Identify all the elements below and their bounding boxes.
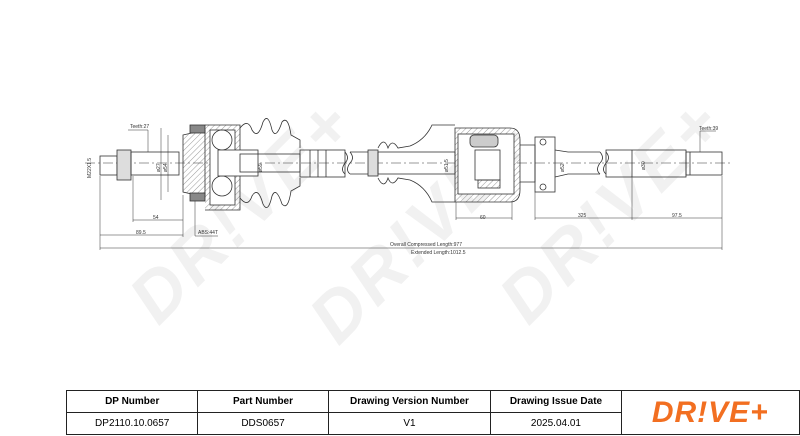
dim-89-5-label: 89.5 xyxy=(136,230,146,236)
thread-label: M22X1.5 xyxy=(87,158,93,178)
overall-length-label: Overall Compressed Length:977 xyxy=(390,242,462,248)
dimension-lines xyxy=(99,128,723,250)
title-block: DP Number Part Number Drawing Version Nu… xyxy=(65,390,800,435)
dim-60-label: 60 xyxy=(480,215,486,221)
inner-boot xyxy=(367,124,456,203)
dim-54-label: 54 xyxy=(153,215,159,221)
inner-tripod-joint xyxy=(454,127,556,203)
dia-30-label: ø30 xyxy=(641,161,647,170)
header-drawing-version: Drawing Version Number xyxy=(327,390,492,413)
header-dp-number: DP Number xyxy=(65,390,199,413)
outer-cv-joint xyxy=(99,124,259,211)
brand-logo: DR!VE+ xyxy=(620,390,800,435)
dia-59-label: ø59 xyxy=(258,163,264,172)
abs-label: ABS:44T xyxy=(198,230,218,236)
header-part-number: Part Number xyxy=(197,390,329,413)
drawing-version-value: V1 xyxy=(327,412,492,435)
outer-boot xyxy=(239,118,346,208)
dia-52-label: ø52 xyxy=(560,163,566,172)
dia-54-label: ø54 xyxy=(163,163,169,172)
right-shaft xyxy=(554,149,723,178)
extended-length-label: Extended Length:1012.5 xyxy=(411,250,466,256)
dia-51-5-label: ø51.5 xyxy=(444,159,450,172)
dim-325-label: 325 xyxy=(578,213,587,219)
teeth-right-label: Teeth:39 xyxy=(699,126,718,132)
dp-number-value: DP2110.10.0657 xyxy=(65,412,199,435)
part-number-value: DDS0657 xyxy=(197,412,329,435)
teeth-left-label: Teeth:27 xyxy=(130,124,149,130)
header-issue-date: Drawing Issue Date xyxy=(490,390,622,413)
issue-date-value: 2025.04.01 xyxy=(490,412,622,435)
dim-97-5-label: 97.5 xyxy=(672,213,682,219)
dia-27-label: ø27 xyxy=(156,163,162,172)
drive-shaft-drawing: Teeth:27 Teeth:39 M22X1.5 ø27 ø54 ø59 ø5… xyxy=(85,118,730,256)
